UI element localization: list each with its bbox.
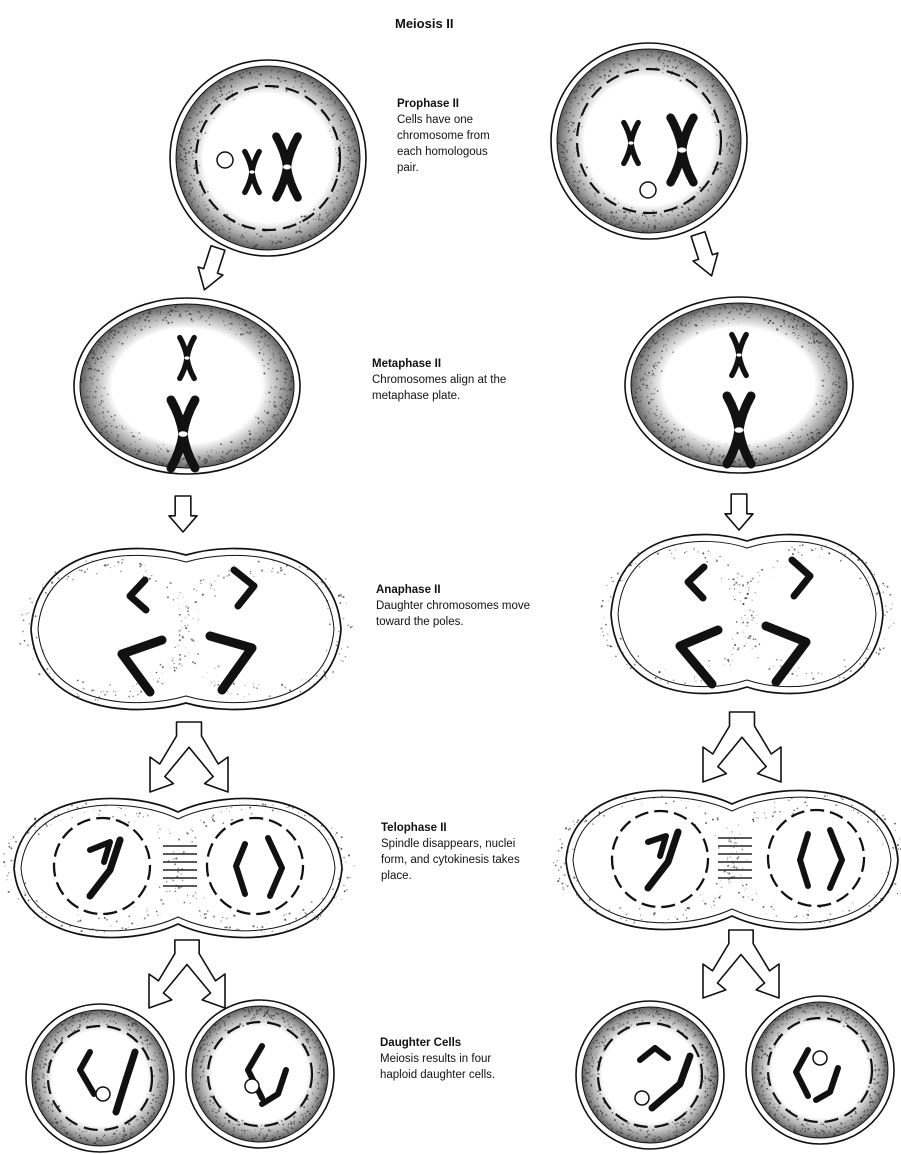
telophase-description: Spindle disappears, nuclei form, and cyt…	[381, 836, 541, 884]
cell-telophase-left	[3, 798, 354, 937]
label-telophase: Telophase II Spindle disappears, nuclei …	[381, 820, 571, 884]
label-prophase: Prophase II Cells have one chromosome fr…	[397, 96, 587, 176]
cell-prophase-left	[170, 60, 366, 256]
cell-metaphase-left	[74, 298, 300, 474]
anaphase-heading: Anaphase II	[376, 582, 566, 598]
centrosome	[217, 152, 233, 168]
centrosome	[813, 1051, 827, 1065]
split-arrow-icon	[703, 712, 781, 782]
arrow-down-icon	[725, 494, 753, 530]
cell-daughter-4	[746, 996, 894, 1144]
prophase-description: Cells have one chromosome from each homo…	[397, 112, 512, 176]
arrow-down-icon	[169, 496, 197, 532]
cell-daughter-2	[186, 1000, 334, 1148]
diagram-title: Meiosis II	[395, 16, 454, 31]
metaphase-heading: Metaphase II	[372, 356, 562, 372]
split-arrow-icon	[150, 722, 228, 792]
cell-daughter-3	[576, 1001, 724, 1149]
centrosome	[96, 1087, 110, 1101]
centrosome	[245, 1079, 259, 1093]
cell-anaphase-left	[19, 548, 353, 709]
anaphase-description: Daughter chromosomes move toward the pol…	[376, 598, 566, 630]
split-arrow-icon	[149, 940, 225, 1008]
cell-anaphase-right	[600, 534, 894, 693]
label-metaphase: Metaphase II Chromosomes align at the me…	[372, 356, 562, 404]
daughter-heading: Daughter Cells	[380, 1035, 570, 1051]
telophase-heading: Telophase II	[381, 820, 571, 836]
arrow-down-icon	[686, 230, 724, 280]
daughter-description: Meiosis results in four haploid daughter…	[380, 1051, 510, 1083]
label-anaphase: Anaphase II Daughter chromosomes move to…	[376, 582, 566, 630]
centrosome	[640, 182, 656, 198]
split-arrow-icon	[703, 930, 779, 998]
label-daughter-cells: Daughter Cells Meiosis results in four h…	[380, 1035, 570, 1083]
prophase-heading: Prophase II	[397, 96, 587, 112]
cell-daughter-1	[26, 1004, 174, 1152]
cell-metaphase-right	[625, 297, 853, 473]
centrosome	[635, 1091, 649, 1105]
arrow-down-icon	[192, 244, 230, 294]
metaphase-description: Chromosomes align at the metaphase plate…	[372, 372, 512, 404]
cell-telophase-right	[553, 790, 901, 929]
